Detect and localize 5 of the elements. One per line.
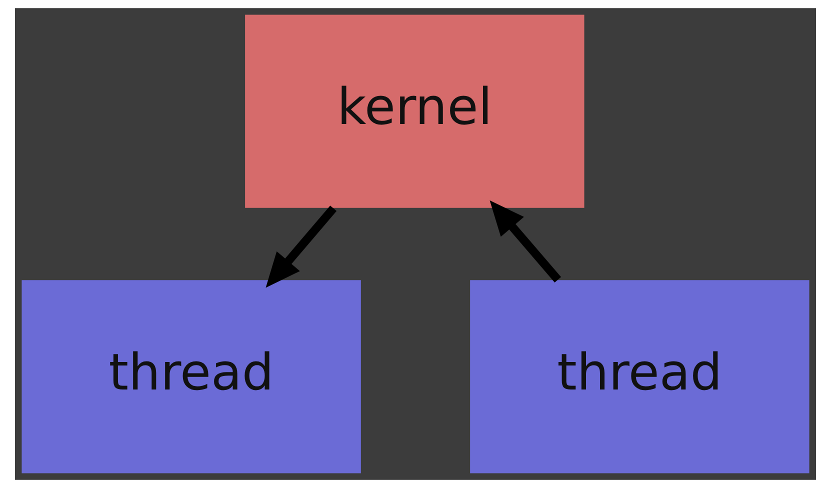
node-box: thread [470,280,810,474]
arrow [490,200,562,282]
node-box: kernel [245,14,584,208]
arrow [266,206,337,288]
node-box: thread [22,280,361,474]
